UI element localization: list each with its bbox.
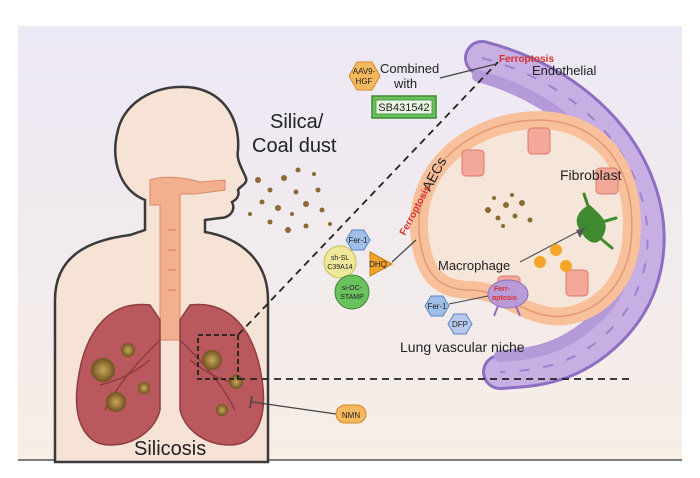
svg-text:C39A14: C39A14 [327,264,352,271]
si-ocstamp-badge: si-OC- STAMP [334,274,370,310]
svg-text:DHQ: DHQ [369,260,387,269]
fibroblast-label: Fibroblast [560,167,622,183]
combined-to-ferroptosis-line [439,63,497,79]
dfp-badge: DFP [447,313,473,335]
macrophage-to-fibroblast-arrow [519,227,586,263]
svg-text:si-OC-: si-OC- [342,285,363,292]
svg-text:sh-SL: sh-SL [331,255,349,262]
dhq-badge: DHQ [369,251,394,277]
dhq-to-aecs-line [391,239,417,263]
zoom-box [197,334,239,380]
svg-text:SB431542: SB431542 [378,102,429,114]
zoom-line-top [237,61,499,336]
svg-text:Fer-1: Fer-1 [427,302,447,311]
svg-text:STAMP: STAMP [340,294,364,301]
left-lung [75,303,161,446]
ferroptosis-top-label: Ferroptosis [499,54,554,65]
endothelial-label: Endothelial [532,63,596,78]
svg-text:Fer-1: Fer-1 [348,236,368,245]
nmn-inhibit-line [251,401,337,415]
silicosis-label: Silicosis [134,438,206,460]
silica-dust-label-line1: Silica/ [270,111,324,133]
fibroblast-cell [576,192,618,250]
arrow-head [576,228,585,238]
right-lung [179,303,265,446]
lung-vascular-niche-label: Lung vascular niche [400,339,525,355]
nmn-inhibit-bar [249,395,253,409]
sb431542-badge: SB431542 [371,95,437,119]
ferroptosis-macrophage-line1: Ferr- [494,286,511,293]
macrophage-label: Macrophage [438,258,510,273]
cytokine-dots [534,244,572,272]
svg-text:DFP: DFP [452,320,468,329]
aav9-hgf-badge: AAV9- HGF [348,61,381,91]
svg-text:HGF: HGF [356,77,373,86]
combined-with-line2: with [393,76,417,91]
ferroptosis-macrophage-line2: optosis [492,295,517,302]
fer1-to-macrophage-line [448,295,489,305]
svg-text:NMN: NMN [342,411,360,420]
nmn-badge: NMN [335,404,367,424]
sh-slc39a14-badge: sh-SL C39A14 [323,245,357,279]
fer1-top-badge: Fer-1 [345,229,371,251]
macrophage-cell [487,279,529,317]
alveolar-dust [485,193,533,228]
fer1-bottom-badge: Fer-1 [424,295,450,317]
combined-with-line1: Combined [380,61,439,76]
svg-text:AAV9-: AAV9- [353,67,376,76]
silica-dust-label-line2: Coal dust [252,135,337,157]
dust-cloud [248,167,332,233]
